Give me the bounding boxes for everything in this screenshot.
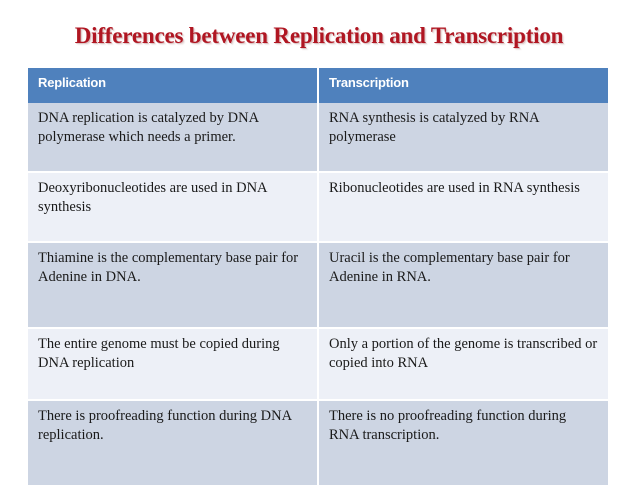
cell-transcription: Only a portion of the genome is transcri… <box>318 328 608 401</box>
cell-transcription: Ribonucleotides are used in RNA synthesi… <box>318 172 608 243</box>
page-title: Differences between Replication and Tran… <box>74 23 564 48</box>
table-row: Thiamine is the complementary base pair … <box>28 242 608 329</box>
table-row: The entire genome must be copied during … <box>28 328 608 401</box>
table-row: Deoxyribonucleotides are used in DNA syn… <box>28 172 608 243</box>
comparison-table: Replication Transcription DNA replicatio… <box>28 68 608 485</box>
table-header-row: Replication Transcription <box>28 68 608 103</box>
cell-replication: DNA replication is catalyzed by DNA poly… <box>28 103 319 173</box>
table-header: Replication Transcription <box>28 68 608 103</box>
comparison-table-container: Replication Transcription DNA replicatio… <box>28 68 608 485</box>
cell-replication: There is proofreading function during DN… <box>28 400 319 485</box>
cell-transcription: RNA synthesis is catalyzed by RNA polyme… <box>318 103 608 173</box>
cell-replication: The entire genome must be copied during … <box>28 328 319 401</box>
table-body: DNA replication is catalyzed by DNA poly… <box>28 103 608 485</box>
table-row: There is proofreading function during DN… <box>28 400 608 485</box>
cell-replication: Thiamine is the complementary base pair … <box>28 242 319 329</box>
cell-replication: Deoxyribonucleotides are used in DNA syn… <box>28 172 319 243</box>
cell-transcription: There is no proofreading function during… <box>318 400 608 485</box>
column-header-transcription: Transcription <box>318 68 608 103</box>
cell-transcription: Uracil is the complementary base pair fo… <box>318 242 608 329</box>
column-header-replication: Replication <box>28 68 319 103</box>
table-row: DNA replication is catalyzed by DNA poly… <box>28 103 608 173</box>
